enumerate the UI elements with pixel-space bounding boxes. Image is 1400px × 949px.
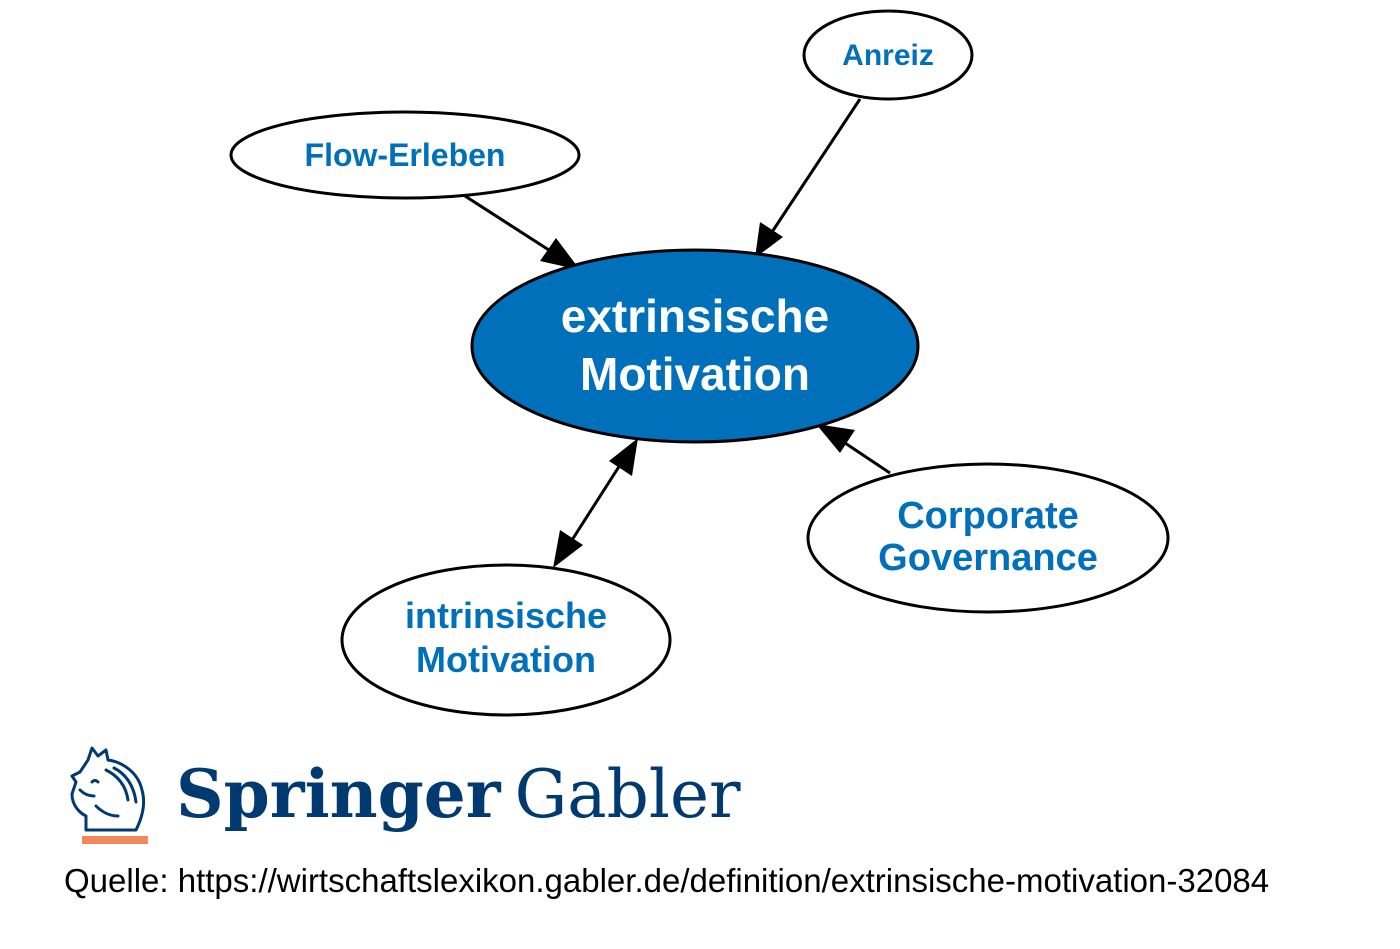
edges (464, 98, 891, 568)
arrowhead-to-intrinsic (553, 530, 583, 568)
arrowhead-corporate (816, 424, 855, 453)
corporate-ellipse (806, 462, 1170, 614)
node-flow-erleben[interactable]: Flow-Erleben (229, 110, 581, 200)
center-label-line1: extrinsische (561, 290, 829, 342)
edge-flow-to-center (464, 194, 553, 254)
intrinsic-label-line2: Motivation (416, 639, 596, 680)
flow-ellipse (229, 110, 581, 200)
source-citation: Quelle: https://wirtschaftslexikon.gable… (64, 862, 1270, 899)
node-intrinsic-motivation[interactable]: intrinsische Motivation (340, 563, 672, 717)
anreiz-ellipse (802, 9, 974, 101)
corporate-label-line1: Corporate (897, 495, 1079, 537)
logo-accent-bar (82, 836, 148, 844)
edge-corporate-to-center (844, 441, 891, 475)
brand-springer: Springer (176, 755, 501, 833)
intrinsic-label-line1: intrinsische (405, 595, 607, 636)
intrinsic-ellipse (340, 563, 672, 717)
node-anreiz[interactable]: Anreiz (802, 9, 974, 101)
center-ellipse (470, 248, 920, 444)
arrowhead-to-center (609, 438, 638, 476)
flow-label: Flow-Erleben (305, 137, 506, 173)
node-corporate-governance[interactable]: Corporate Governance (806, 462, 1170, 614)
anreiz-label: Anreiz (842, 39, 934, 72)
springer-horse-icon (70, 746, 148, 844)
brand-gabler: Gabler (514, 756, 741, 833)
center-label-line2: Motivation (580, 348, 810, 400)
edge-intrinsic-center (570, 464, 622, 541)
arrowhead-anreiz (755, 222, 783, 258)
corporate-label-line2: Governance (878, 537, 1098, 579)
arrowhead-flow (540, 238, 580, 270)
node-center[interactable]: extrinsische Motivation (470, 248, 920, 444)
edge-anreiz-to-center (770, 98, 862, 233)
